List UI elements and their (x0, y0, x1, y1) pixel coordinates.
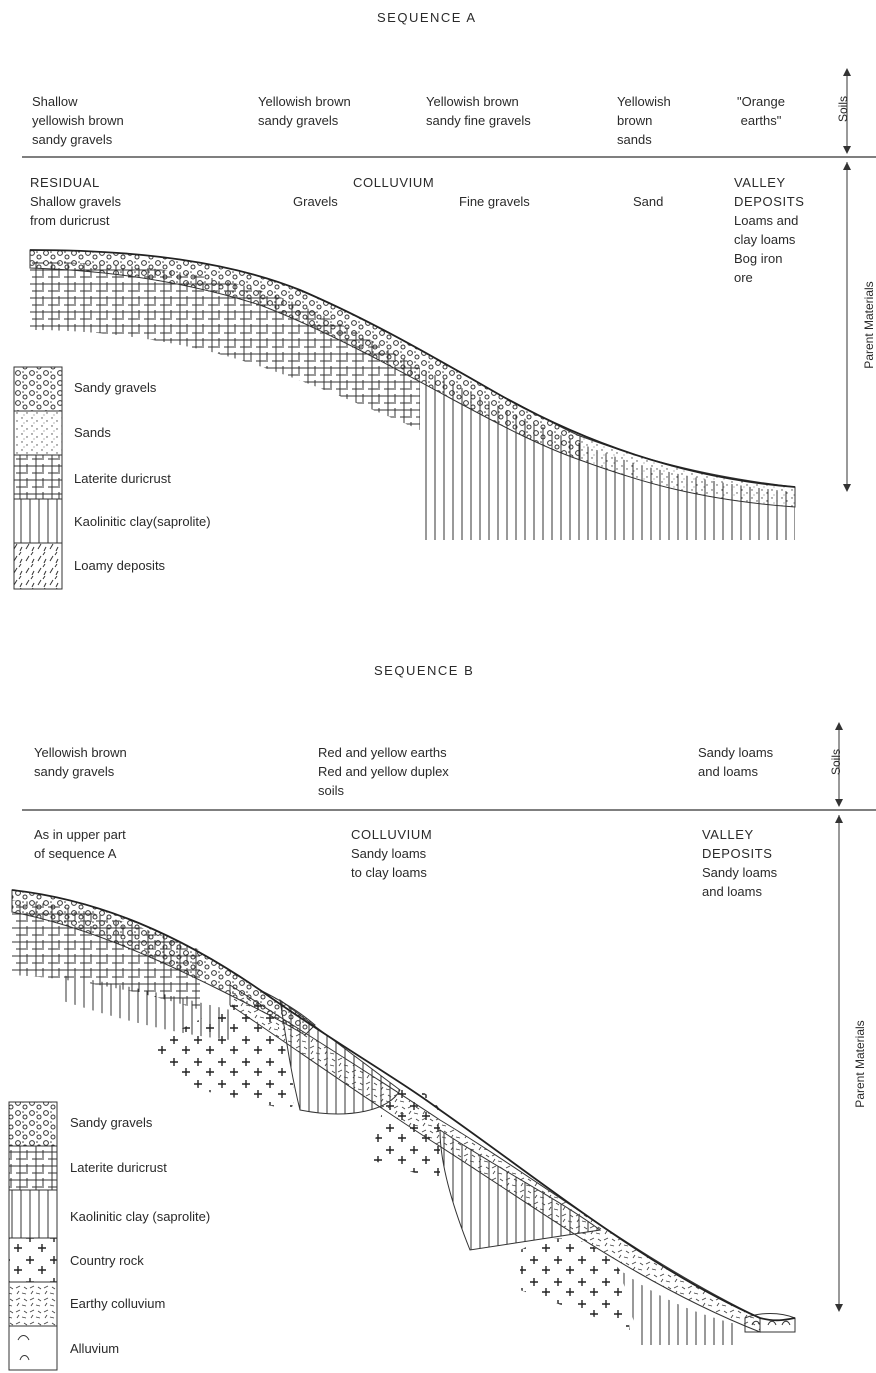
seq-b-left-text: As in upper part of sequence A (34, 827, 126, 861)
seq-a-valley-heading: VALLEY DEPOSITS (734, 175, 805, 209)
seq-b-colluvium-text: Sandy loams to clay loams (351, 846, 427, 880)
seq-a-valley-text: Loams and clay loams Bog iron ore (734, 213, 799, 285)
seq-b-legend-boxes (8, 1101, 58, 1371)
seq-b-soil-2: Red and yellow earths Red and yellow dup… (318, 745, 449, 798)
seq-a-legend-loamy: Loamy deposits (74, 558, 166, 573)
seq-a-parent-side-label: Parent Materials (862, 281, 876, 369)
seq-b-soil-1: Yellowish brown sandy gravels (34, 745, 127, 779)
seq-a-legend-sands: Sands (74, 425, 111, 440)
seq-b-soils-side-label: Soils (829, 749, 843, 776)
seq-b-valley-text: Sandy loams and loams (702, 865, 778, 899)
seq-a-legend-kaolinitic: Kaolinitic clay(saprolite) (74, 514, 211, 529)
seq-b-legend-sandy-gravels: Sandy gravels (70, 1115, 153, 1130)
seq-b-cross-section (11, 889, 796, 1345)
seq-a-legend-boxes (13, 366, 63, 590)
seq-a-soil-5: "Orange earths" (737, 94, 785, 128)
seq-a-cross-section (29, 249, 796, 540)
seq-a-residual-heading: RESIDUAL (30, 175, 100, 190)
seq-a-fine-gravels: Fine gravels (459, 194, 530, 209)
seq-a-gravels: Gravels (293, 194, 338, 209)
seq-b-valley-heading: VALLEY DEPOSITS (702, 827, 773, 861)
seq-a-soil-1: Shallow yellowish brown sandy gravels (32, 94, 124, 147)
seq-a-soil-4: Yellowish brown sands (617, 94, 671, 147)
seq-b-parent-side-label: Parent Materials (853, 1020, 867, 1108)
seq-a-soils-side-label: Soils (836, 96, 850, 123)
seq-a-legend-laterite: Laterite duricrust (74, 471, 171, 486)
seq-a-title: SEQUENCE A (377, 10, 477, 25)
seq-a-soil-2: Yellowish brown sandy gravels (258, 94, 351, 128)
seq-a-soil-3: Yellowish brown sandy fine gravels (426, 94, 531, 128)
seq-b-legend-laterite: Laterite duricrust (70, 1160, 167, 1175)
seq-b-soil-3: Sandy loams and loams (698, 745, 774, 779)
seq-b-legend-earthy-colluvium: Earthy colluvium (70, 1296, 166, 1311)
seq-b-legend-kaolinitic: Kaolinitic clay (saprolite) (70, 1209, 211, 1224)
seq-b-legend-country-rock: Country rock (70, 1253, 144, 1268)
seq-b-colluvium-heading: COLLUVIUM (351, 827, 433, 842)
seq-a-sand: Sand (633, 194, 664, 209)
seq-a-legend-sandy-gravels: Sandy gravels (74, 380, 157, 395)
seq-a-side-arrows (843, 68, 851, 492)
seq-b-title: SEQUENCE B (374, 663, 475, 678)
seq-a-colluvium-heading: COLLUVIUM (353, 175, 435, 190)
seq-b-legend-alluvium: Alluvium (70, 1341, 120, 1356)
seq-b-side-arrows (835, 722, 843, 1312)
seq-a-residual-text: Shallow gravels from duricrust (30, 194, 122, 228)
